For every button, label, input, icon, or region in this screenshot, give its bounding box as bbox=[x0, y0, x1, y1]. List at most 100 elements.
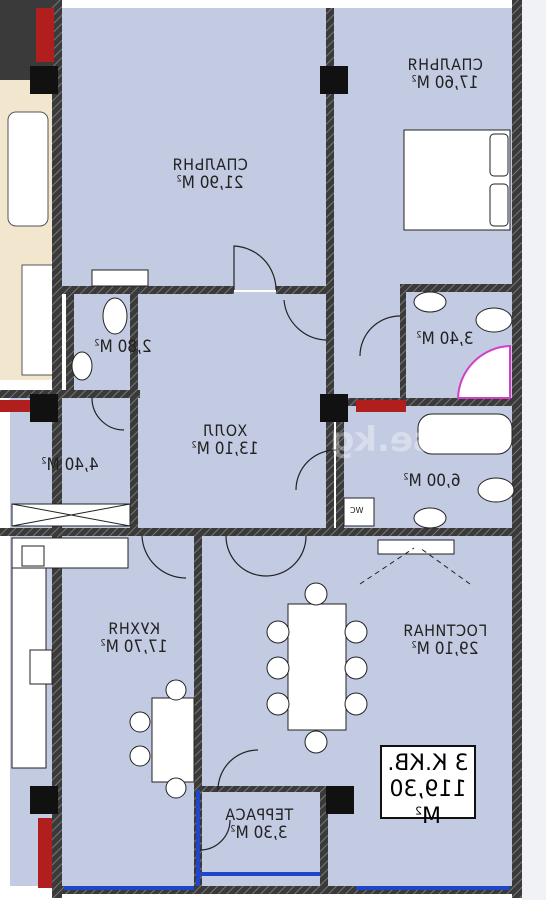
wall-bath-left2 bbox=[336, 398, 344, 528]
chair bbox=[165, 679, 187, 701]
label-bedroom-main: СПАЛЬНЯ 21,90 М2 bbox=[160, 155, 260, 194]
door-bedroom-right bbox=[283, 299, 327, 341]
sink-big bbox=[413, 507, 447, 529]
wall-h-1 bbox=[60, 286, 234, 294]
label-bedroom-right: СПАЛЬНЯ 17,60 М2 bbox=[395, 55, 495, 94]
chair bbox=[266, 620, 290, 644]
door-terrace-2 bbox=[199, 819, 231, 851]
wall-h-2 bbox=[276, 286, 328, 294]
apartment-area: 119,30 М2 bbox=[389, 777, 467, 829]
label-hall: ХОЛЛ 13,10 М2 bbox=[180, 421, 270, 460]
wall-kitchen-right bbox=[194, 536, 202, 886]
chair bbox=[344, 692, 368, 716]
room-name: ГОСТИНАЯ bbox=[402, 621, 488, 640]
label-corridor: 4,40 М2 bbox=[30, 455, 110, 476]
door-living bbox=[225, 535, 307, 577]
dining-table bbox=[287, 603, 347, 731]
label-bath-right: 3,40 М2 bbox=[405, 329, 485, 350]
door-kitchen bbox=[141, 535, 187, 579]
terrace-floor bbox=[200, 790, 324, 886]
toilet-small bbox=[102, 297, 128, 335]
bath-small-cistern bbox=[91, 269, 149, 287]
toilet-big bbox=[477, 477, 515, 503]
kitchen-sink bbox=[21, 545, 45, 567]
chair bbox=[266, 656, 290, 680]
chair bbox=[344, 620, 368, 644]
door-corridor bbox=[91, 397, 125, 431]
wardrobe-x2 bbox=[11, 503, 131, 527]
wall-left bbox=[52, 0, 62, 898]
toilet-right bbox=[475, 307, 513, 333]
watermark: house.kg bbox=[330, 420, 505, 460]
red-accent-2 bbox=[0, 400, 34, 412]
door-terrace bbox=[217, 749, 259, 791]
room-area: 29,10 М2 bbox=[411, 639, 479, 660]
kitchen-table bbox=[151, 697, 195, 783]
chair bbox=[129, 745, 151, 767]
room-area: 17,60 М2 bbox=[411, 73, 479, 94]
room-name: ХОЛЛ bbox=[202, 421, 248, 440]
door-bath-right bbox=[359, 315, 401, 357]
sofa bbox=[7, 111, 49, 227]
wall-terrace-right bbox=[320, 790, 328, 890]
wall-main-h bbox=[0, 528, 516, 536]
wc-box bbox=[343, 497, 375, 527]
chair bbox=[165, 777, 187, 799]
wall-hall-left bbox=[130, 292, 138, 528]
chair bbox=[344, 656, 368, 680]
tv-view-2 bbox=[419, 547, 471, 585]
chair bbox=[304, 582, 328, 606]
pillow-2 bbox=[489, 183, 509, 227]
apartment-type: 3 К.КВ. bbox=[387, 751, 469, 776]
room-area: 3,30 М2 bbox=[230, 823, 288, 844]
red-accent-3 bbox=[356, 400, 406, 412]
wc-label: WC bbox=[350, 506, 364, 515]
label-bath-big: 6,00 М2 bbox=[392, 471, 472, 492]
wall-bath-top bbox=[334, 398, 514, 406]
hall-floor bbox=[134, 292, 334, 528]
chair bbox=[304, 730, 328, 754]
column-2 bbox=[320, 66, 348, 94]
tv-stand bbox=[377, 539, 455, 555]
terrace-window bbox=[196, 790, 200, 886]
red-accent-1 bbox=[36, 8, 54, 62]
column-6 bbox=[326, 786, 354, 814]
label-terrace: ТЕРРАСА 3,30 М2 bbox=[214, 805, 304, 844]
room-area: 13,10 М2 bbox=[191, 439, 259, 460]
cabinet bbox=[21, 264, 55, 376]
shower bbox=[456, 344, 511, 399]
bathtub bbox=[417, 413, 513, 455]
door-bedroom bbox=[233, 245, 277, 291]
kitchen-stove bbox=[29, 649, 53, 685]
column-4 bbox=[320, 394, 348, 422]
column-5 bbox=[30, 786, 58, 814]
room-area: 2,80 М2 bbox=[94, 337, 152, 357]
label-kitchen: КУХНЯ 17,70 М2 bbox=[84, 619, 184, 658]
chair bbox=[129, 711, 151, 733]
wall-right bbox=[512, 0, 522, 898]
room-name: ТЕРРАСА bbox=[224, 805, 294, 824]
room-area: 4,40 М2 bbox=[41, 455, 99, 475]
tv-view-1 bbox=[359, 547, 415, 585]
wall-h-3 bbox=[400, 284, 514, 292]
room-name: СПАЛЬНЯ bbox=[172, 155, 248, 174]
column-1 bbox=[30, 66, 58, 94]
right-edge bbox=[522, 0, 546, 900]
room-area: 21,90 М2 bbox=[176, 173, 244, 194]
terrace-window-2 bbox=[200, 872, 320, 876]
wall-bath-right-left bbox=[400, 290, 406, 398]
chair bbox=[266, 692, 290, 716]
column-3 bbox=[30, 394, 58, 422]
room-name: КУХНЯ bbox=[107, 619, 161, 638]
label-bath-small: 2,80 М2 bbox=[88, 337, 158, 358]
door-bath-big bbox=[295, 449, 337, 491]
room-name: СПАЛЬНЯ bbox=[407, 55, 483, 74]
total-area-box: 3 К.КВ. 119,30 М2 bbox=[380, 745, 476, 829]
wall-bottom bbox=[52, 886, 522, 894]
window-bottom-2 bbox=[356, 886, 510, 890]
bedroom-main-floor bbox=[60, 8, 330, 290]
pillow-1 bbox=[489, 133, 509, 177]
wall-corridor-top bbox=[0, 390, 140, 398]
